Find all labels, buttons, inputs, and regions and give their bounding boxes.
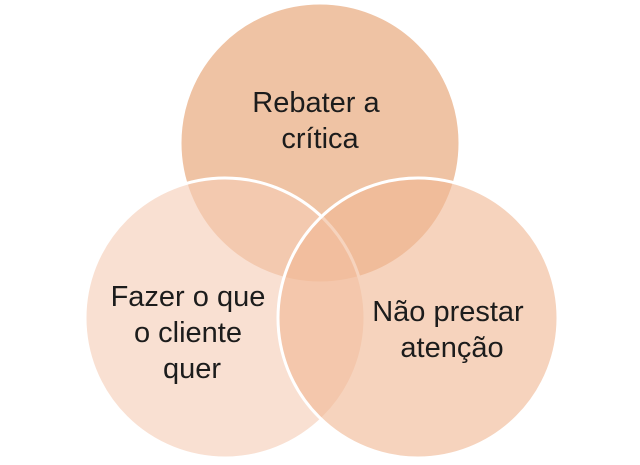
label-line: atenção [400, 332, 503, 364]
label-line: o cliente [134, 317, 242, 349]
label-line: Fazer o que [111, 281, 266, 313]
label-line: crítica [281, 123, 359, 155]
label-line: quer [163, 353, 221, 385]
venn-circles [83, 1, 560, 460]
label-nao-prestar-atencao: Não prestar atenção [372, 296, 532, 364]
label-line: Rebater a [252, 87, 380, 119]
label-line: Não prestar [372, 296, 524, 328]
label-fazer-o-que-cliente-quer: Fazer o que o cliente quer [111, 281, 274, 385]
circle-nao-prestar-atencao [276, 176, 560, 460]
label-rebater-critica: Rebater a crítica [252, 87, 387, 155]
